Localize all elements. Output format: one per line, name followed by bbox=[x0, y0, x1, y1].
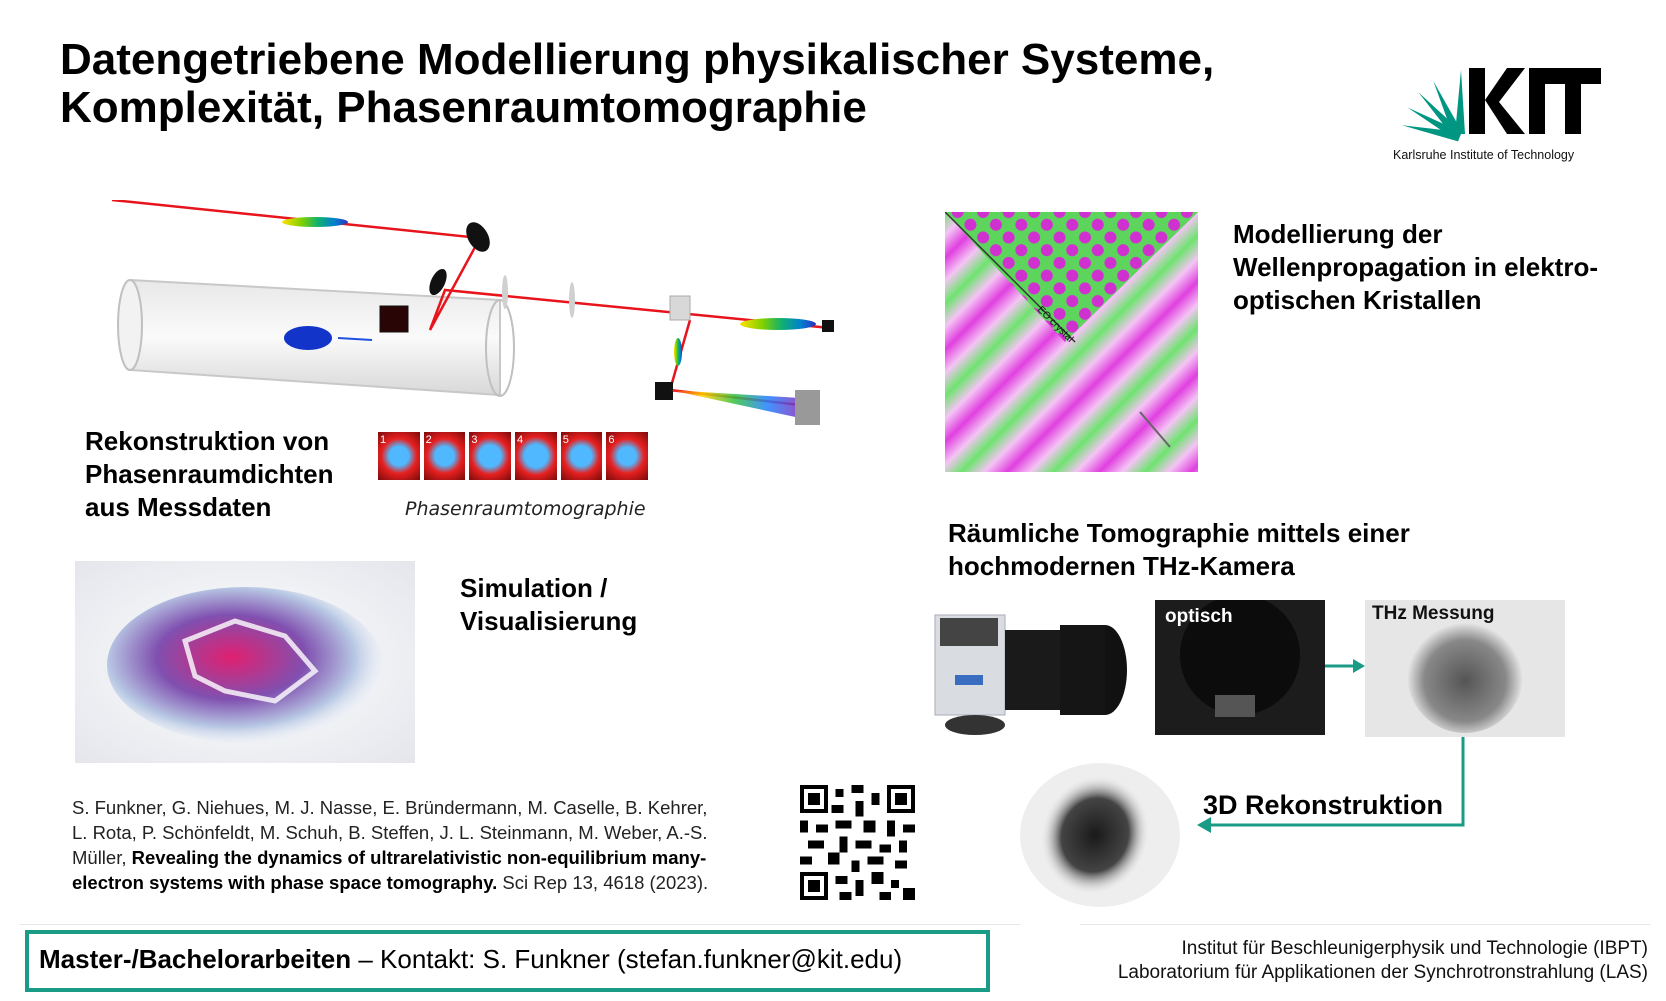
phase-tile: 1 bbox=[378, 432, 420, 480]
rekonstruktion-text: Rekonstruktion von Phasenraumdichten aus… bbox=[85, 426, 334, 522]
title-line-2: Komplexität, Phasenraumtomographie bbox=[60, 83, 867, 132]
simulation-image bbox=[75, 561, 415, 763]
page-title: Datengetriebene Modellierung physikalisc… bbox=[60, 36, 1360, 132]
institute-info: Institut für Beschleunigerphysik und Tec… bbox=[1117, 938, 1648, 983]
optisch-label: optisch bbox=[1165, 606, 1233, 627]
raeumliche-tomographie-text: Räumliche Tomographie mittels einer hoch… bbox=[948, 518, 1410, 581]
thz-camera-image bbox=[934, 614, 1127, 735]
contact-details[interactable]: – Kontakt: S. Funkner (stefan.funkner@ki… bbox=[351, 944, 903, 974]
phasenraum-tiles: 1 2 3 4 5 6 bbox=[378, 432, 649, 480]
phase-tile: 6 bbox=[606, 432, 649, 480]
kit-logo-caption: Karlsruhe Institute of Technology bbox=[1393, 148, 1575, 162]
arrow-connector-icon bbox=[1197, 737, 1465, 833]
optical-image bbox=[1155, 600, 1325, 735]
eo-wave-image: EO crystal bbox=[945, 212, 1198, 472]
phase-tile: 5 bbox=[560, 432, 603, 480]
arrow-right-icon bbox=[1325, 659, 1365, 673]
footer-divider bbox=[1080, 924, 1650, 925]
thz-messung-image bbox=[1365, 600, 1565, 737]
footer-divider bbox=[20, 924, 1020, 925]
contact-box: Master-/Bachelorarbeiten – Kontakt: S. F… bbox=[25, 930, 990, 992]
rekonstruktion-3d-label: 3D Rekonstruktion bbox=[1203, 790, 1444, 820]
kit-logo bbox=[1401, 68, 1601, 142]
contact-heading: Master-/Bachelorarbeiten bbox=[39, 944, 352, 974]
modellierung-text: Modellierung der Wellenpropagation in el… bbox=[1233, 219, 1599, 315]
phase-tile: 4 bbox=[515, 432, 557, 480]
thz-messung-label: THz Messung bbox=[1372, 603, 1495, 624]
phase-tile: 3 bbox=[469, 432, 512, 480]
qr-code[interactable] bbox=[800, 785, 915, 900]
phasenraum-caption: Phasenraumtomographie bbox=[405, 498, 646, 520]
rekonstruktion-3d-image bbox=[1020, 763, 1180, 907]
phase-tile: 2 bbox=[423, 432, 466, 480]
simulation-text: Simulation / Visualisierung bbox=[460, 573, 638, 636]
reference-citation: S. Funkner, G. Niehues, M. J. Nasse, E. … bbox=[72, 797, 709, 893]
title-line-1: Datengetriebene Modellierung physikalisc… bbox=[60, 35, 1215, 84]
beamline-schematic bbox=[111, 200, 834, 425]
